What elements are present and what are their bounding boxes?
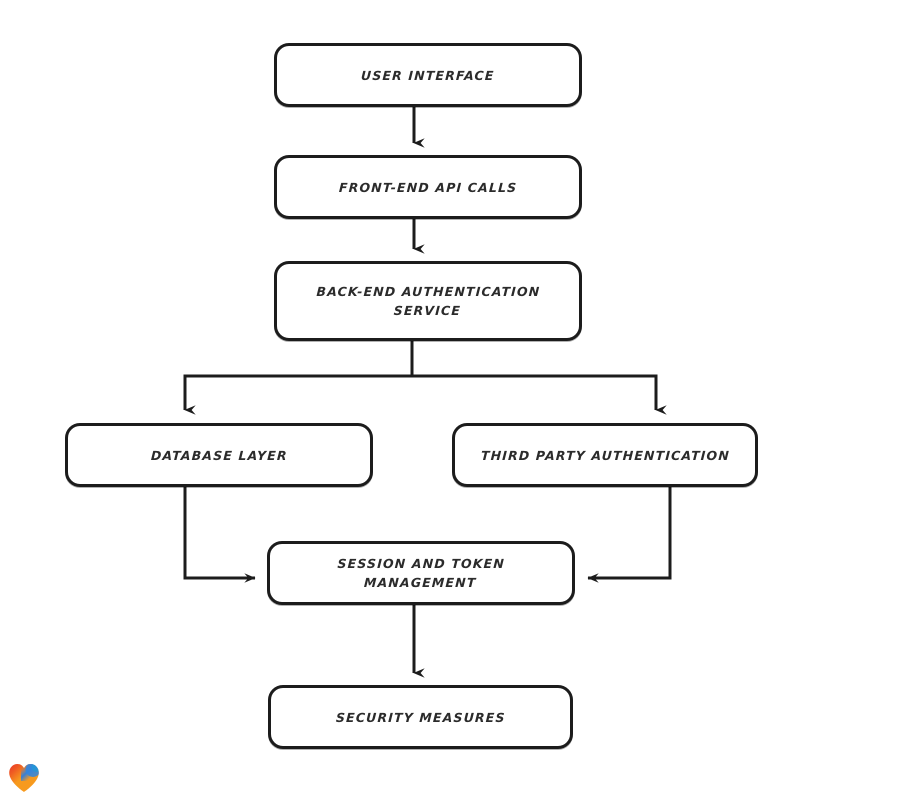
node-session-and-token-management-label: Session and Token Management [337,556,506,590]
node-backend-authentication-service-label: Back-End Authentication Service [316,284,541,318]
heart-icon [9,764,39,792]
edge-database-to-session [183,487,256,583]
node-security-measures-label: Security Measures [335,709,506,725]
node-user-interface-label: User Interface [360,67,496,83]
node-database-layer-label: Database Layer [150,447,288,463]
node-third-party-authentication[interactable]: Third Party Authentication [452,423,758,487]
node-frontend-api-calls[interactable]: Front-End API Calls [274,155,582,219]
edge-backend-to-database [183,374,412,415]
node-session-and-token-management[interactable]: Session and Token Management [267,541,575,605]
node-backend-authentication-service[interactable]: Back-End Authentication Service [274,261,582,341]
node-security-measures[interactable]: Security Measures [268,685,573,749]
edge-thirdparty-to-session [587,487,672,583]
node-user-interface[interactable]: User Interface [274,43,582,107]
node-third-party-authentication-label: Third Party Authentication [480,447,730,463]
node-database-layer[interactable]: Database Layer [65,423,373,487]
node-frontend-api-calls-label: Front-End API Calls [338,179,518,195]
edge-backend-to-thirdparty [412,374,667,415]
